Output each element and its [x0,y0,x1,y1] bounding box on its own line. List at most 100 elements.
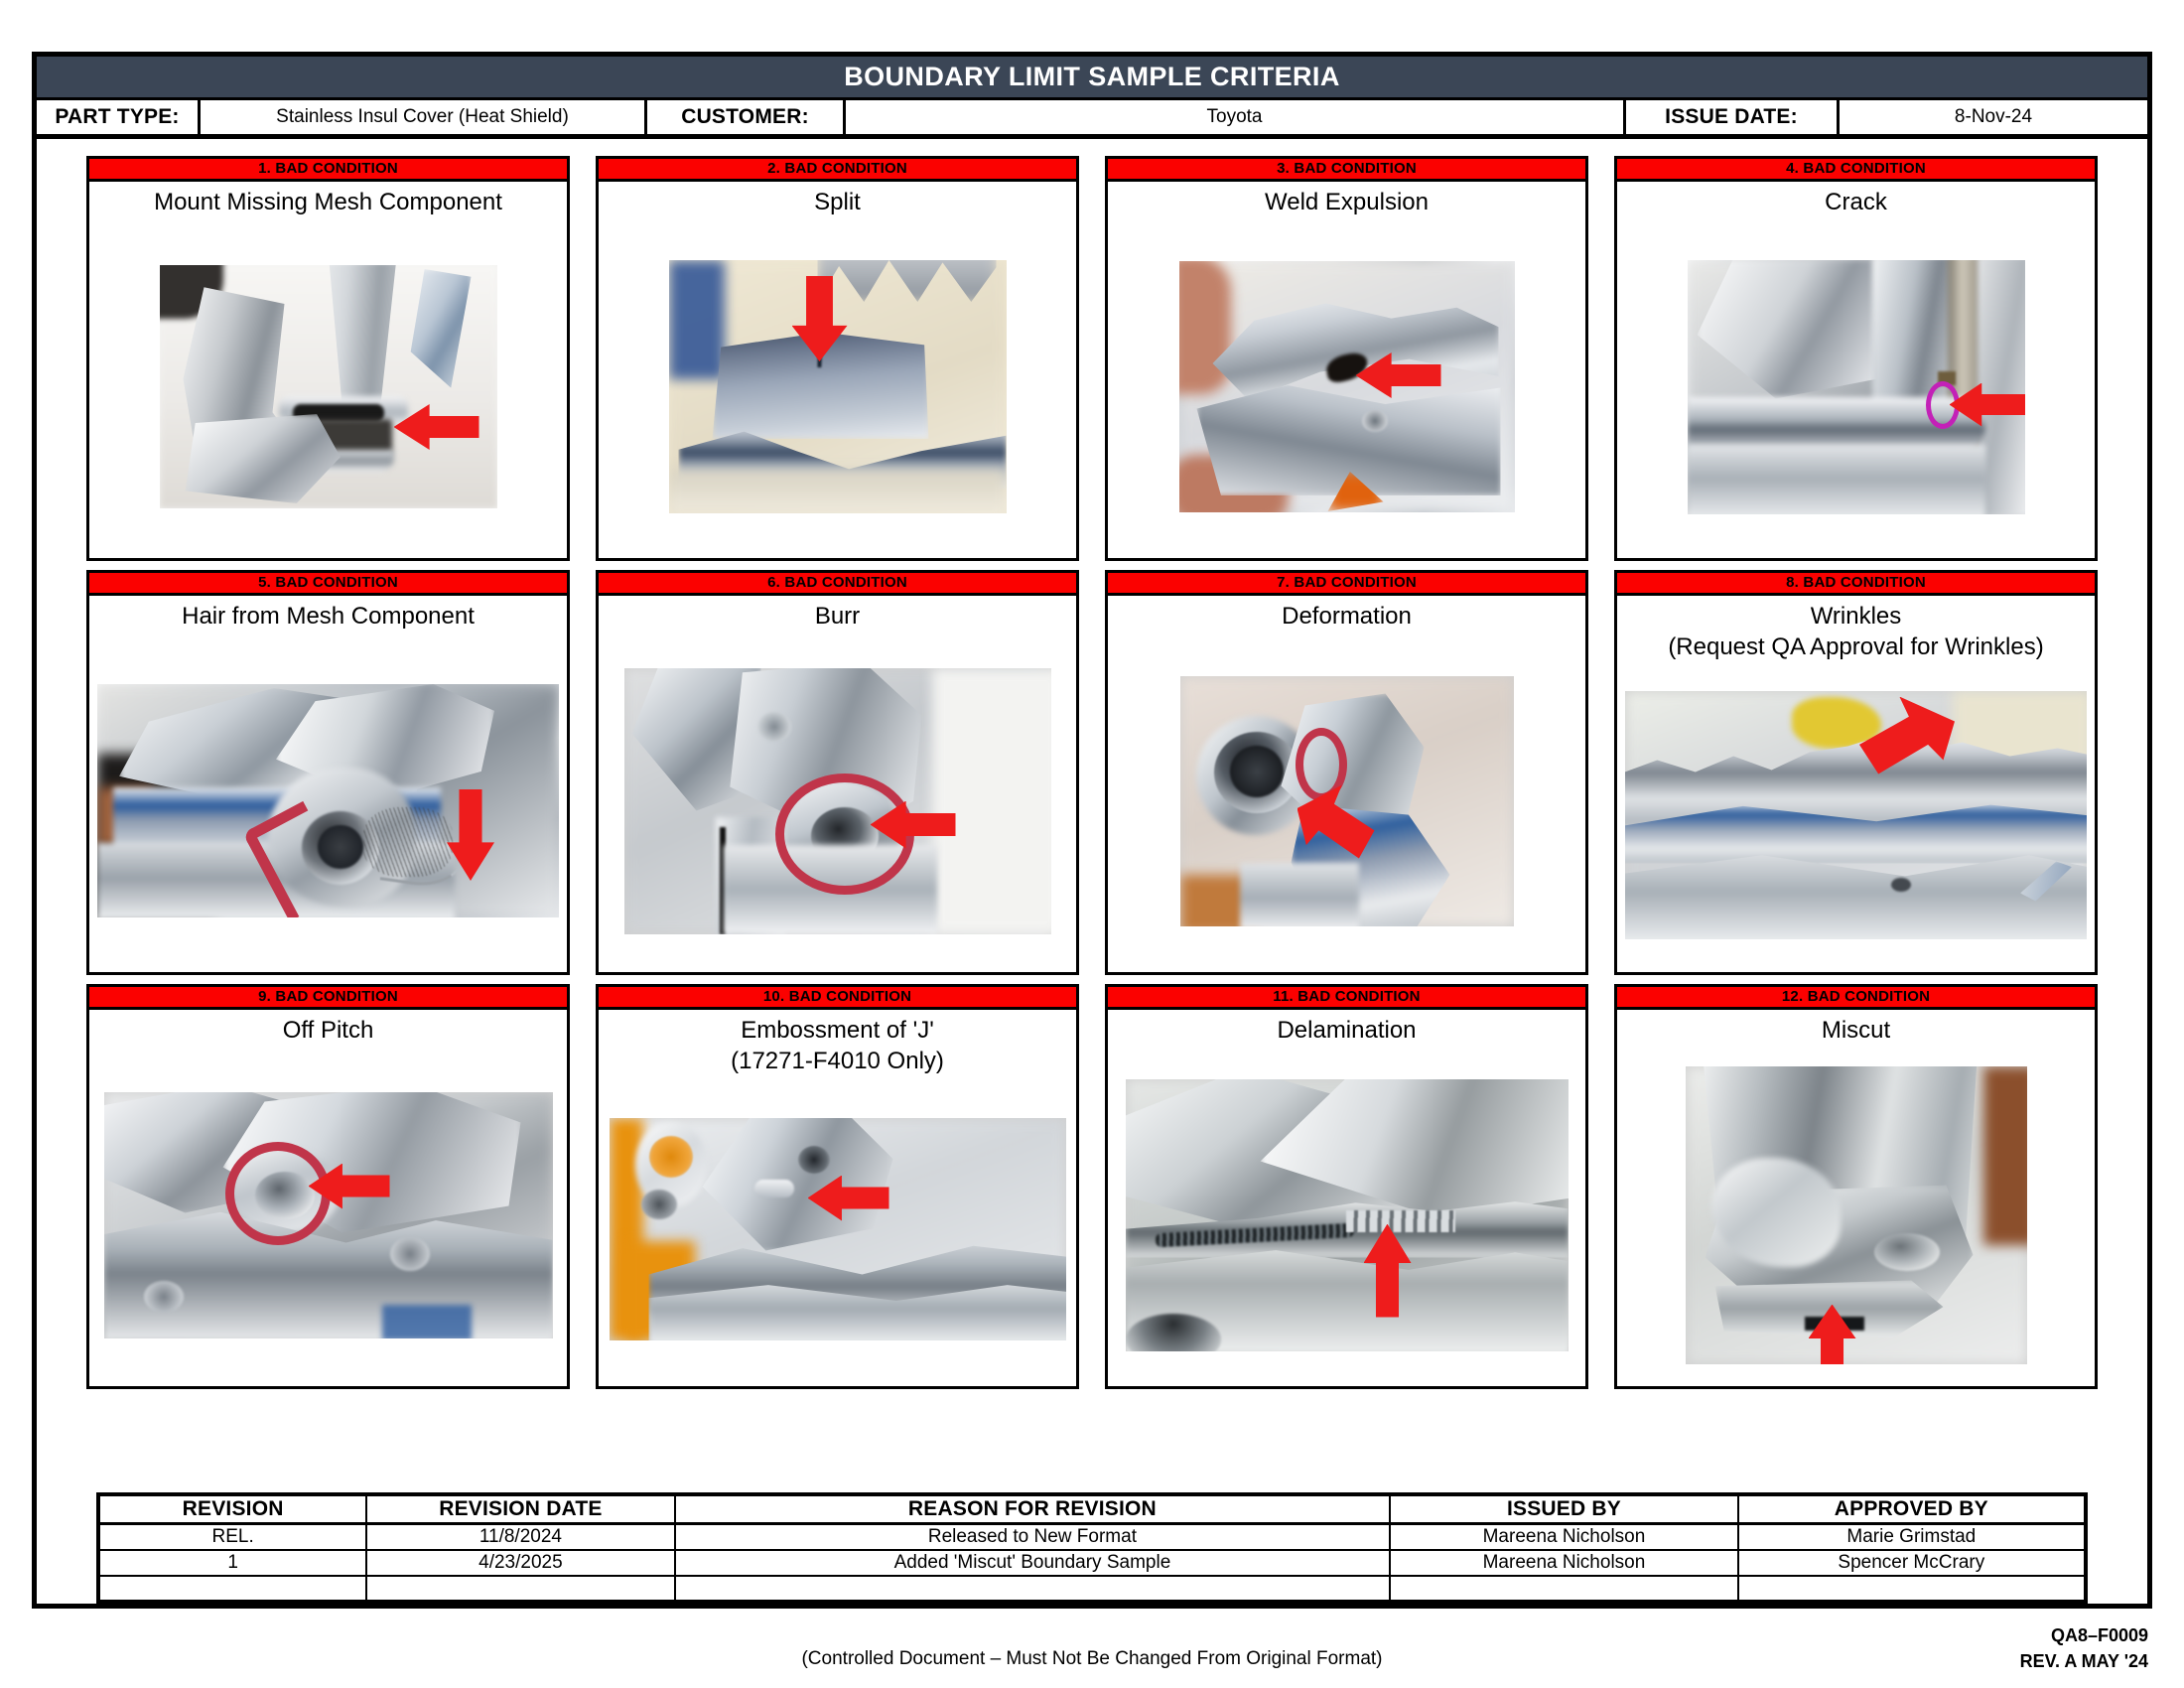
issue-date-label: ISSUE DATE: [1626,100,1840,134]
off-pitch-circle-marker [224,1141,331,1245]
revision-table-wrap: REVISION REVISION DATE REASON FOR REVISI… [37,1492,2147,1604]
document-revision: REV. A MAY '24 [2019,1651,2148,1671]
condition-card-6[interactable]: 6. BAD CONDITION Burr [596,570,1079,975]
approved-by-cell: Marie Grimstad [1736,1522,2088,1551]
approved-by-col-header: APPROVED BY [1736,1493,2088,1525]
card-photo-wrap-7 [1108,635,1585,972]
card-photo-wrap-4 [1617,221,2095,558]
card-banner-3: 3. BAD CONDITION [1108,159,1585,182]
card-title-8-main: Wrinkles [1810,603,1902,630]
condition-row-1: 1. BAD CONDITION Mount Missing Mesh Comp… [55,156,2129,561]
reason-cell [673,1575,1392,1603]
revision-date-cell: 4/23/2025 [365,1549,676,1577]
condition-row-2: 5. BAD CONDITION Hair from Mesh Componen… [55,570,2129,975]
card-banner-7: 7. BAD CONDITION [1108,573,1585,596]
defect-photo-miscut [1685,1065,2027,1364]
card-title-1: Mount Missing Mesh Component [154,189,502,215]
card-banner-11: 11. BAD CONDITION [1108,987,1585,1010]
document-code: QA8–F0009 [2050,1625,2148,1645]
defect-photo-burr [623,667,1051,934]
card-banner-9: 9. BAD CONDITION [89,987,567,1010]
issue-date-value: 8-Nov-24 [1954,106,2033,127]
issued-by-col-header: ISSUED BY [1389,1493,1739,1525]
condition-card-1[interactable]: 1. BAD CONDITION Mount Missing Mesh Comp… [86,156,570,561]
card-banner-8: 8. BAD CONDITION [1617,573,2095,596]
revision-col-header: REVISION [96,1493,368,1525]
card-photo-wrap-1 [89,221,567,558]
defect-photo-hair-from-mesh [97,684,559,917]
condition-card-12[interactable]: 12. BAD CONDITION Miscut [1614,984,2098,1389]
defect-photo-deformation [1179,675,1514,926]
page-title: BOUNDARY LIMIT SAMPLE CRITERIA [844,62,1340,91]
card-photo-wrap-5 [89,635,567,972]
revision-date-cell: 11/8/2024 [365,1522,676,1551]
condition-card-10[interactable]: 10. BAD CONDITION Embossment of 'J' (172… [596,984,1079,1389]
part-type-label: PART TYPE: [37,100,201,134]
defect-photo-delamination [1125,1078,1569,1351]
card-banner-1: 1. BAD CONDITION [89,159,567,182]
issued-by-cell: Mareena Nicholson [1389,1522,1739,1551]
condition-grid: 1. BAD CONDITION Mount Missing Mesh Comp… [37,144,2147,1492]
part-type-value: Stainless Insul Cover (Heat Shield) [201,100,647,134]
card-banner-4: 4. BAD CONDITION [1617,159,2095,182]
reason-cell: Added 'Miscut' Boundary Sample [673,1549,1392,1577]
defect-photo-embossment-j [609,1117,1066,1340]
card-title-10-sub: (17271-F4010 Only) [731,1048,944,1074]
card-photo-wrap-3 [1108,221,1585,558]
document-code-block: QA8–F0009 REV. A MAY '24 [2020,1622,2148,1674]
card-photo-wrap-11 [1108,1050,1585,1386]
card-photo-wrap-2 [599,221,1076,558]
reason-cell: Released to New Format [673,1522,1392,1551]
revision-date-cell [365,1575,676,1603]
condition-card-4[interactable]: 4. BAD CONDITION Crack [1614,156,2098,561]
card-photo-wrap-8 [1617,663,2095,972]
table-row [96,1575,2088,1603]
condition-card-8[interactable]: 8. BAD CONDITION Wrinkles (Request QA Ap… [1614,570,2098,975]
issued-by-cell: Mareena Nicholson [1389,1549,1739,1577]
revision-table: REVISION REVISION DATE REASON FOR REVISI… [96,1492,2088,1604]
document-title-bar: BOUNDARY LIMIT SAMPLE CRITERIA [37,57,2147,100]
card-title-5: Hair from Mesh Component [182,603,475,630]
table-row: REL. 11/8/2024 Released to New Format Ma… [96,1522,2088,1551]
condition-card-2[interactable]: 2. BAD CONDITION Split [596,156,1079,561]
condition-card-3[interactable]: 3. BAD CONDITION Weld Expulsion [1105,156,1588,561]
revision-date-col-header: REVISION DATE [365,1493,676,1525]
card-title-9: Off Pitch [282,1017,374,1044]
reason-col-header: REASON FOR REVISION [673,1493,1392,1525]
customer-value: Toyota [846,100,1626,134]
defect-photo-split [668,260,1007,513]
card-title-4: Crack [1825,189,1887,215]
card-banner-2: 2. BAD CONDITION [599,159,1076,182]
card-title-7: Deformation [1282,603,1412,630]
card-title-12: Miscut [1821,1017,1891,1044]
card-banner-6: 6. BAD CONDITION [599,573,1076,596]
approved-by-cell: Spencer McCrary [1736,1549,2088,1577]
revision-table-header-row: REVISION REVISION DATE REASON FOR REVISI… [96,1493,2088,1525]
condition-card-9[interactable]: 9. BAD CONDITION Off Pitch [86,984,570,1389]
condition-card-7[interactable]: 7. BAD CONDITION Deformation [1105,570,1588,975]
defect-photo-crack [1687,259,2025,514]
card-title-2: Split [814,189,861,215]
condition-card-11[interactable]: 11. BAD CONDITION Delamination [1105,984,1588,1389]
card-title-8-sub: (Request QA Approval for Wrinkles) [1668,633,2044,660]
revision-cell: 1 [96,1549,368,1577]
header-info-row: PART TYPE: Stainless Insul Cover (Heat S… [37,100,2147,139]
table-row: 1 4/23/2025 Added 'Miscut' Boundary Samp… [96,1549,2088,1577]
defect-photo-wrinkles [1625,690,2087,939]
card-photo-wrap-10 [599,1077,1076,1386]
card-banner-10: 10. BAD CONDITION [599,987,1076,1010]
condition-card-5[interactable]: 5. BAD CONDITION Hair from Mesh Componen… [86,570,570,975]
defect-photo-mount-missing-mesh [159,265,497,508]
card-title-10-main: Embossment of 'J' [741,1017,934,1044]
card-photo-wrap-9 [89,1050,567,1386]
revision-cell [96,1575,368,1603]
card-photo-wrap-12 [1617,1050,2095,1386]
revision-cell: REL. [96,1522,368,1551]
condition-row-3: 9. BAD CONDITION Off Pitch [55,984,2129,1389]
approved-by-cell [1736,1575,2088,1603]
controlled-document-note: (Controlled Document – Must Not Be Chang… [801,1648,1383,1669]
customer-label: CUSTOMER: [647,100,846,134]
card-banner-12: 12. BAD CONDITION [1617,987,2095,1010]
card-title-3: Weld Expulsion [1265,189,1429,215]
